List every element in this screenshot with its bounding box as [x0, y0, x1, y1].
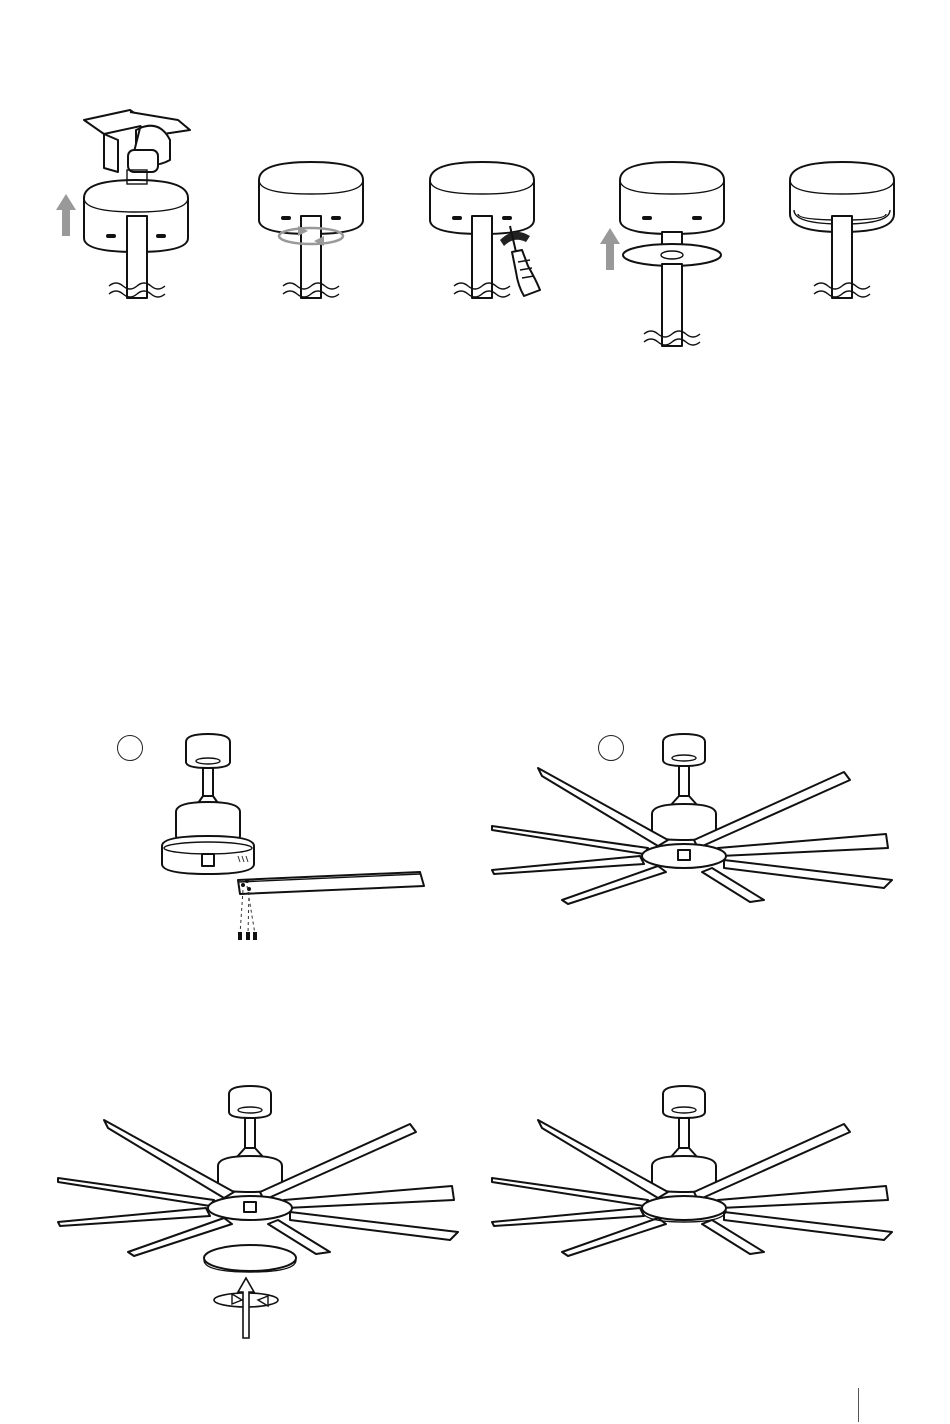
up-arrow-icon: [600, 228, 620, 270]
step-twist-canopy: [259, 162, 363, 298]
step-tighten-screws: [430, 162, 540, 298]
step-number-circle: [117, 735, 143, 761]
top-steps-row: [0, 0, 950, 320]
up-arrow-icon: [56, 194, 76, 236]
fan-assembled: [492, 1086, 892, 1256]
fan-blade: [238, 872, 424, 894]
fan-assembled: [492, 734, 892, 904]
canopy-steps-svg: [0, 0, 950, 320]
fan-complete-panel: [488, 1082, 898, 1262]
fan-complete-svg: [488, 1082, 898, 1262]
all-blades-svg: [488, 730, 898, 910]
attach-light-panel: [54, 1082, 464, 1352]
step-canopy-finished: [790, 162, 894, 298]
all-blades-panel: [488, 730, 898, 910]
step-ring-up: [600, 162, 724, 346]
page-edge-marker: [858, 1388, 859, 1422]
step-canopy-up: [56, 110, 190, 298]
attach-blade-svg: [150, 730, 450, 960]
attach-blade-panel: [150, 730, 450, 960]
up-arrow-icon: [238, 1278, 254, 1338]
light-kit: [204, 1245, 296, 1272]
mounting-bracket: [84, 110, 190, 172]
screwdriver-icon: [500, 226, 540, 296]
attach-light-svg: [54, 1082, 464, 1352]
